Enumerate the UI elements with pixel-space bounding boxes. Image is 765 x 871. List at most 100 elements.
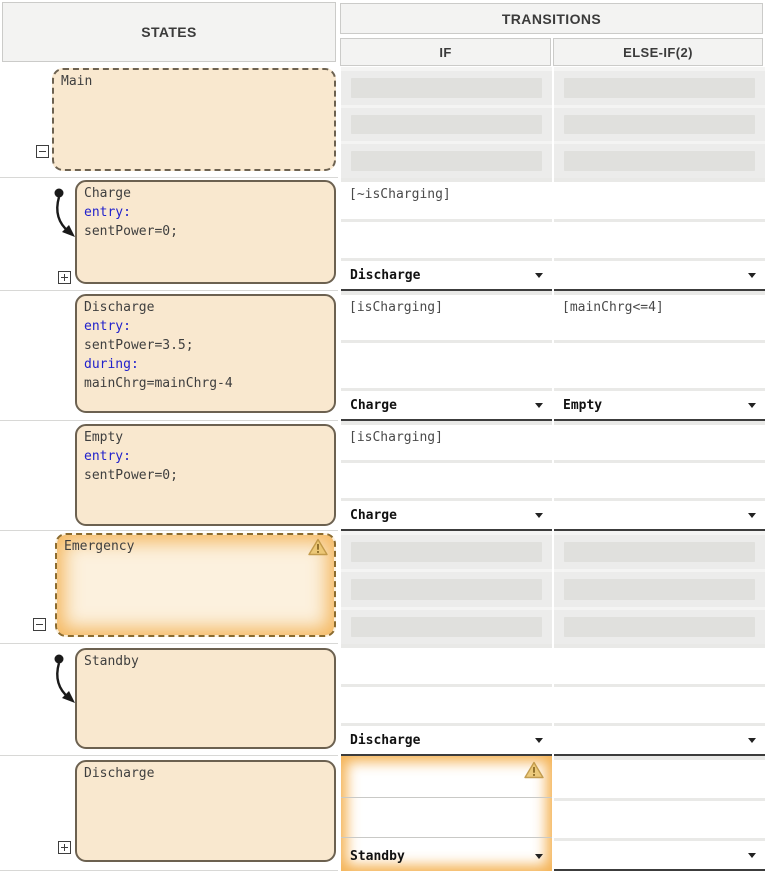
action-cell[interactable] (341, 463, 552, 498)
expand-toggle-icon[interactable] (58, 841, 71, 854)
state-name: Empty (84, 430, 124, 445)
table-row-emergency: Emergency (0, 531, 765, 644)
destination-dropdown[interactable]: Empty (554, 391, 765, 421)
state-box-charge[interactable]: Charge entry: sentPower=0; (75, 180, 336, 284)
chevron-down-icon (748, 737, 756, 743)
disabled-cell (554, 609, 765, 644)
condition-cell[interactable]: [isCharging] (341, 425, 552, 460)
chevron-down-icon (535, 402, 543, 408)
destination-label: Standby (350, 848, 405, 864)
action-cell[interactable] (341, 343, 552, 388)
destination-dropdown[interactable] (554, 841, 765, 871)
chevron-down-icon (748, 852, 756, 858)
state-box-main[interactable]: Main (52, 68, 336, 171)
state-cell: Main (0, 67, 338, 178)
condition-cell[interactable]: [mainChrg<=4] (554, 295, 765, 340)
condition-cell[interactable] (341, 760, 552, 798)
action-cell[interactable] (554, 343, 765, 388)
disabled-bar (351, 542, 542, 563)
state-box-emergency[interactable]: Emergency (55, 533, 336, 637)
chevron-down-icon (748, 512, 756, 518)
elseif-cell-group-disabled (554, 67, 765, 179)
condition-cell[interactable] (341, 648, 552, 684)
action-cell[interactable] (341, 221, 552, 258)
destination-dropdown[interactable]: Discharge (341, 726, 552, 756)
disabled-bar (564, 151, 755, 172)
warning-icon (308, 538, 328, 556)
if-cell-group: Discharge (341, 644, 552, 756)
action-cell[interactable] (341, 801, 552, 838)
destination-label: Empty (563, 397, 603, 413)
state-code-line: sentPower=3.5; (84, 338, 194, 353)
condition-cell[interactable]: [~isCharging] (341, 182, 552, 219)
state-box-standby[interactable]: Standby (75, 648, 336, 749)
destination-label: Discharge (350, 267, 421, 283)
panel-gap (338, 531, 341, 644)
disabled-cell (341, 107, 552, 142)
condition-cell[interactable]: [isCharging] (341, 295, 552, 340)
disabled-bar (564, 114, 755, 135)
collapse-toggle-icon[interactable] (33, 618, 46, 631)
destination-dropdown[interactable]: Charge (341, 501, 552, 531)
state-box-discharge[interactable]: Discharge entry: sentPower=3.5; during: … (75, 294, 336, 413)
panel-gap (338, 67, 341, 178)
table-row-charge: Charge entry: sentPower=0; [~isCharging]… (0, 178, 765, 291)
disabled-bar (564, 579, 755, 600)
disabled-cell (341, 572, 552, 607)
state-cell: Discharge (0, 756, 338, 871)
if-cell-group-disabled (341, 67, 552, 179)
state-box-empty[interactable]: Empty entry: sentPower=0; (75, 424, 336, 526)
destination-dropdown[interactable] (554, 501, 765, 531)
condition-cell[interactable] (554, 182, 765, 219)
action-cell[interactable] (554, 800, 765, 838)
panel-gap (338, 421, 341, 531)
disabled-bar (564, 542, 755, 563)
disabled-bar (351, 151, 542, 172)
panel-gap (338, 756, 341, 871)
action-cell[interactable] (341, 687, 552, 723)
destination-dropdown[interactable] (554, 261, 765, 291)
state-code-line: mainChrg=mainChrg-4 (84, 376, 233, 391)
destination-dropdown[interactable]: Standby (341, 841, 552, 871)
disabled-bar (564, 616, 755, 637)
disabled-cell (341, 71, 552, 105)
panel-gap (338, 178, 341, 291)
state-box-discharge-2[interactable]: Discharge (75, 760, 336, 862)
panel-gap (338, 291, 341, 421)
expand-toggle-icon[interactable] (58, 271, 71, 284)
table-row-main: Main (0, 67, 765, 179)
state-code-line: entry: (84, 449, 131, 464)
table-row-standby: Standby Discharge (0, 644, 765, 756)
state-code-line: during: (84, 357, 139, 372)
if-cell-group: [isCharging] Charge (341, 421, 552, 531)
destination-dropdown[interactable]: Discharge (341, 261, 552, 291)
condition-cell[interactable] (554, 648, 765, 684)
disabled-bar (351, 114, 542, 135)
condition-cell[interactable] (554, 760, 765, 798)
default-transition-icon (54, 188, 75, 237)
disabled-cell (554, 572, 765, 607)
state-name: Discharge (84, 300, 155, 315)
elseif-cell-group-disabled (554, 531, 765, 644)
collapse-toggle-icon[interactable] (36, 145, 49, 158)
state-transition-rows: Main Charge (0, 67, 765, 871)
action-cell[interactable] (554, 463, 765, 498)
state-cell: Emergency (0, 531, 338, 644)
state-cell: Charge entry: sentPower=0; (0, 178, 338, 291)
condition-cell[interactable] (554, 425, 765, 460)
action-cell[interactable] (554, 221, 765, 258)
action-cell[interactable] (554, 687, 765, 723)
destination-dropdown[interactable]: Charge (341, 391, 552, 421)
default-transition-icon (54, 654, 75, 703)
table-row-discharge: Discharge entry: sentPower=3.5; during: … (0, 291, 765, 421)
if-cell-group: [~isCharging] Discharge (341, 178, 552, 291)
chevron-down-icon (748, 402, 756, 408)
destination-label: Charge (350, 397, 397, 413)
elseif-cell-group (554, 421, 765, 531)
destination-dropdown[interactable] (554, 726, 765, 756)
destination-label: Discharge (350, 732, 421, 748)
disabled-cell (554, 535, 765, 570)
elseif-cell-group (554, 644, 765, 756)
state-name: Charge (84, 186, 131, 201)
state-code-line: sentPower=0; (84, 224, 178, 239)
